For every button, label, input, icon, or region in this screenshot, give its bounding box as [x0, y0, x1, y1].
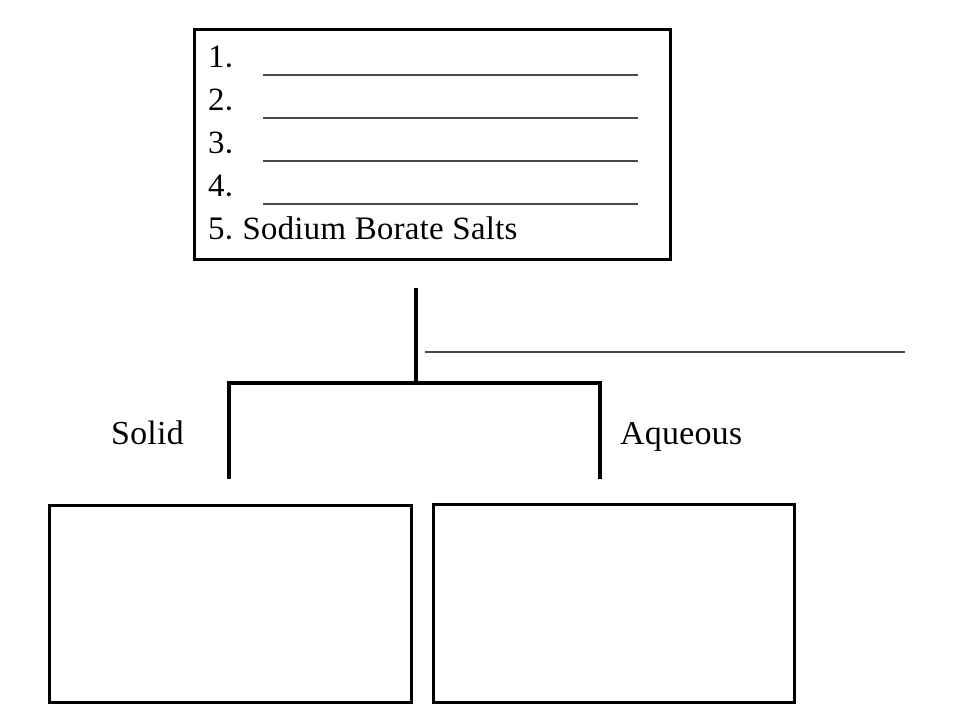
answer-box-solid[interactable]: [48, 504, 413, 704]
list-item-number: 5.: [208, 211, 234, 247]
connector-stem: [414, 288, 418, 384]
fill-in-blank-line-4[interactable]: [263, 203, 638, 205]
answer-box-aqueous[interactable]: [432, 503, 796, 704]
numbered-list-box: 1. 2. 3. 4. 5. Sodium Borate: [193, 28, 672, 261]
connector-horizontal-bar: [227, 381, 602, 385]
fill-in-blank-line-1[interactable]: [263, 74, 638, 76]
list-item-number: 3.: [208, 125, 234, 161]
list-item: 3.: [208, 123, 659, 166]
list-item: 4.: [208, 166, 659, 209]
list-item-number: 2.: [208, 82, 234, 118]
list-item: 5. Sodium Borate Salts: [208, 209, 659, 252]
list-item-text: Sodium Borate Salts: [242, 211, 518, 247]
fill-in-blank-line-stem[interactable]: [425, 351, 905, 353]
connector-leg-right: [598, 381, 602, 479]
list-item-number: 1.: [208, 39, 234, 75]
numbered-list-rows: 1. 2. 3. 4. 5. Sodium Borate: [208, 37, 659, 254]
list-item: 2.: [208, 80, 659, 123]
branch-label-aqueous: Aqueous: [620, 415, 743, 452]
list-item: 1.: [208, 37, 659, 80]
list-item-number: 4.: [208, 168, 234, 204]
fill-in-blank-line-3[interactable]: [263, 160, 638, 162]
connector-leg-left: [227, 381, 231, 479]
branch-label-solid: Solid: [111, 415, 184, 452]
fill-in-blank-line-2[interactable]: [263, 117, 638, 119]
